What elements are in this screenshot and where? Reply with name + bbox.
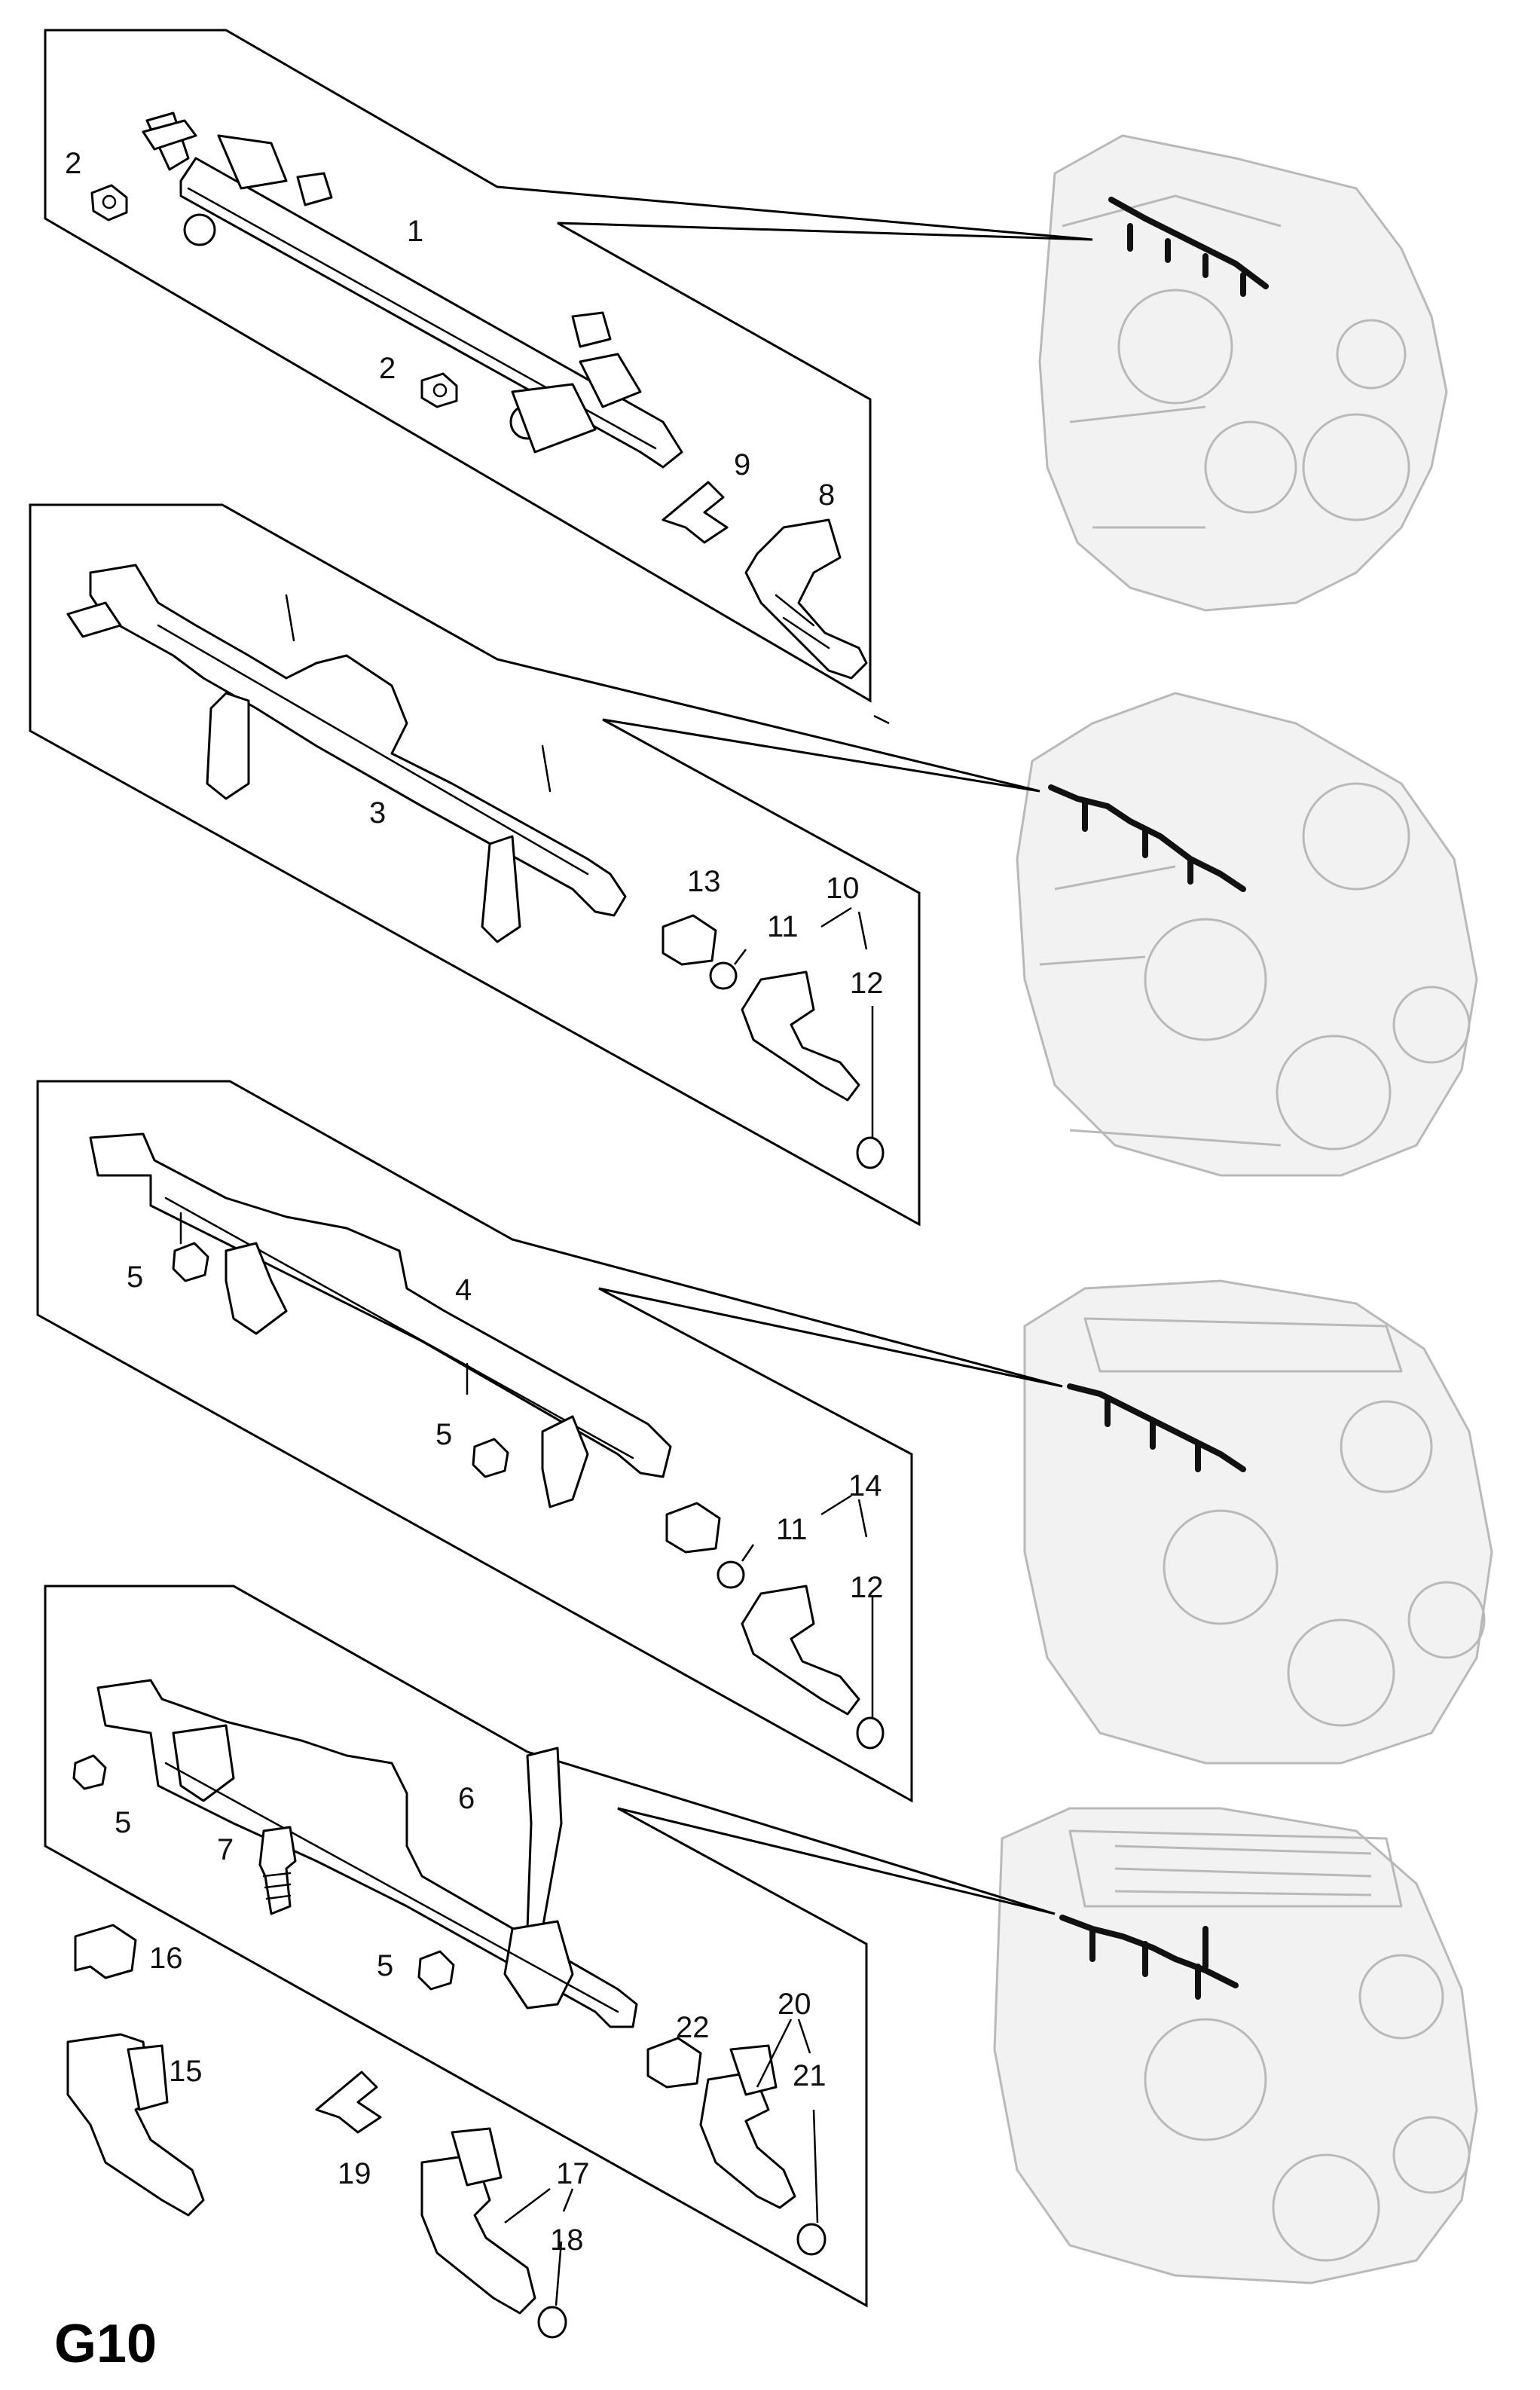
clip-part-13 <box>662 914 717 966</box>
callout-panel-2-3: 12 <box>850 967 884 1000</box>
callout-panel-1-3: 8 <box>818 478 835 512</box>
callout-panel-3-3: 11 <box>776 1513 808 1546</box>
bolt-part-5c <box>72 1754 107 1790</box>
clip-part-9 <box>662 481 729 544</box>
clip-part-19 <box>315 2071 382 2134</box>
callout-panel-2-2: 11 <box>767 910 799 943</box>
panel-4 <box>44 1585 1056 2339</box>
leader-20-b <box>797 2019 811 2054</box>
callout-panel-1-1: 2 <box>65 147 81 180</box>
fuel-rail-part-4 <box>89 1132 672 1508</box>
injector-part-8 <box>744 518 868 680</box>
bolt-part-2b <box>420 372 458 408</box>
leader-17-a <box>504 2188 551 2223</box>
callout-panel-4-1: 5 <box>377 1949 393 1982</box>
callout-panel-3-2: 5 <box>435 1418 452 1451</box>
callout-panel-2-0: 3 <box>369 796 386 830</box>
injector-part-15 <box>66 2033 205 2217</box>
leader-11b <box>741 1544 755 1562</box>
bolt-part-5b <box>472 1438 509 1478</box>
leader-17-b <box>562 2188 574 2212</box>
oring-part-11b <box>717 1560 745 1589</box>
bolt-part-2a <box>90 184 128 222</box>
oring-part-12 <box>856 1136 885 1169</box>
callout-panel-4-0: 5 <box>115 1806 131 1839</box>
callout-panel-4-11: 22 <box>676 2011 710 2044</box>
callout-panel-2-4: 13 <box>687 865 721 898</box>
injector-part-20 <box>699 2044 796 2209</box>
callout-panel-3-4: 12 <box>850 1571 884 1604</box>
injector-part-14 <box>741 1585 860 1716</box>
leader-10-11 <box>820 906 852 928</box>
leader-14-11 <box>820 1494 852 1516</box>
oring-part-18 <box>537 2306 567 2339</box>
panel-3 <box>36 1080 1063 1803</box>
callout-panel-4-8: 19 <box>338 2157 371 2190</box>
injector-part-17 <box>420 2127 536 2315</box>
fuel-rail-part-3 <box>66 564 627 943</box>
oring-part-11 <box>709 961 738 990</box>
callout-panel-4-4: 15 <box>169 2055 203 2088</box>
panel-2-frame <box>29 503 1040 1227</box>
bolt-part-5a <box>172 1242 209 1282</box>
callout-panel-4-5: 16 <box>149 1942 183 1975</box>
callout-panel-4-6: 17 <box>556 2157 590 2190</box>
callout-panel-4-3: 7 <box>217 1833 234 1866</box>
leader-20-a <box>756 2019 793 2088</box>
callout-panel-4-7: 18 <box>550 2223 584 2257</box>
page-code: G10 <box>54 2314 157 2374</box>
callout-panel-3-5: 14 <box>848 1469 882 1502</box>
leader-14-12 <box>857 1499 868 1538</box>
callout-panel-1-2: 2 <box>379 352 396 385</box>
callout-panel-3-1: 5 <box>127 1261 143 1294</box>
leader-10-12 <box>857 911 868 950</box>
panel-2 <box>29 503 1040 1227</box>
callout-panel-1-0: 1 <box>407 215 423 248</box>
clip-part-a3 <box>665 1502 721 1554</box>
leader-21 <box>812 2109 819 2223</box>
leader-11 <box>734 949 747 965</box>
oring-part-12b <box>856 1716 885 1750</box>
engine-view-2 <box>1016 692 1478 1177</box>
engine-view-1 <box>1038 134 1448 612</box>
fuel-rail-part-1 <box>142 112 683 469</box>
clip-part-16 <box>74 1924 137 1979</box>
callout-panel-3-0: 4 <box>455 1273 472 1307</box>
callout-panel-4-10: 21 <box>793 2059 827 2092</box>
injector-part-10 <box>741 970 860 1102</box>
panel-3-frame <box>36 1080 1063 1803</box>
engine-view-4 <box>993 1807 1478 2285</box>
oring-part-21 <box>796 2223 827 2256</box>
engine-view-3 <box>1023 1279 1493 1765</box>
callout-panel-1-4: 9 <box>734 448 750 481</box>
clip-part-22 <box>646 2037 702 2089</box>
callout-panel-4-2: 6 <box>458 1782 475 1815</box>
callout-panel-4-9: 20 <box>778 1988 811 2021</box>
bolt-part-5d <box>417 1950 455 1991</box>
panel-1 <box>44 29 1093 725</box>
leader-18 <box>555 2241 563 2306</box>
panel-1-frame <box>44 29 1093 703</box>
callout-panel-2-1: 10 <box>826 872 860 905</box>
valve-part-7 <box>258 1826 297 1915</box>
panel-4-frame <box>44 1585 1056 2308</box>
fuel-rail-part-6 <box>96 1679 638 2028</box>
